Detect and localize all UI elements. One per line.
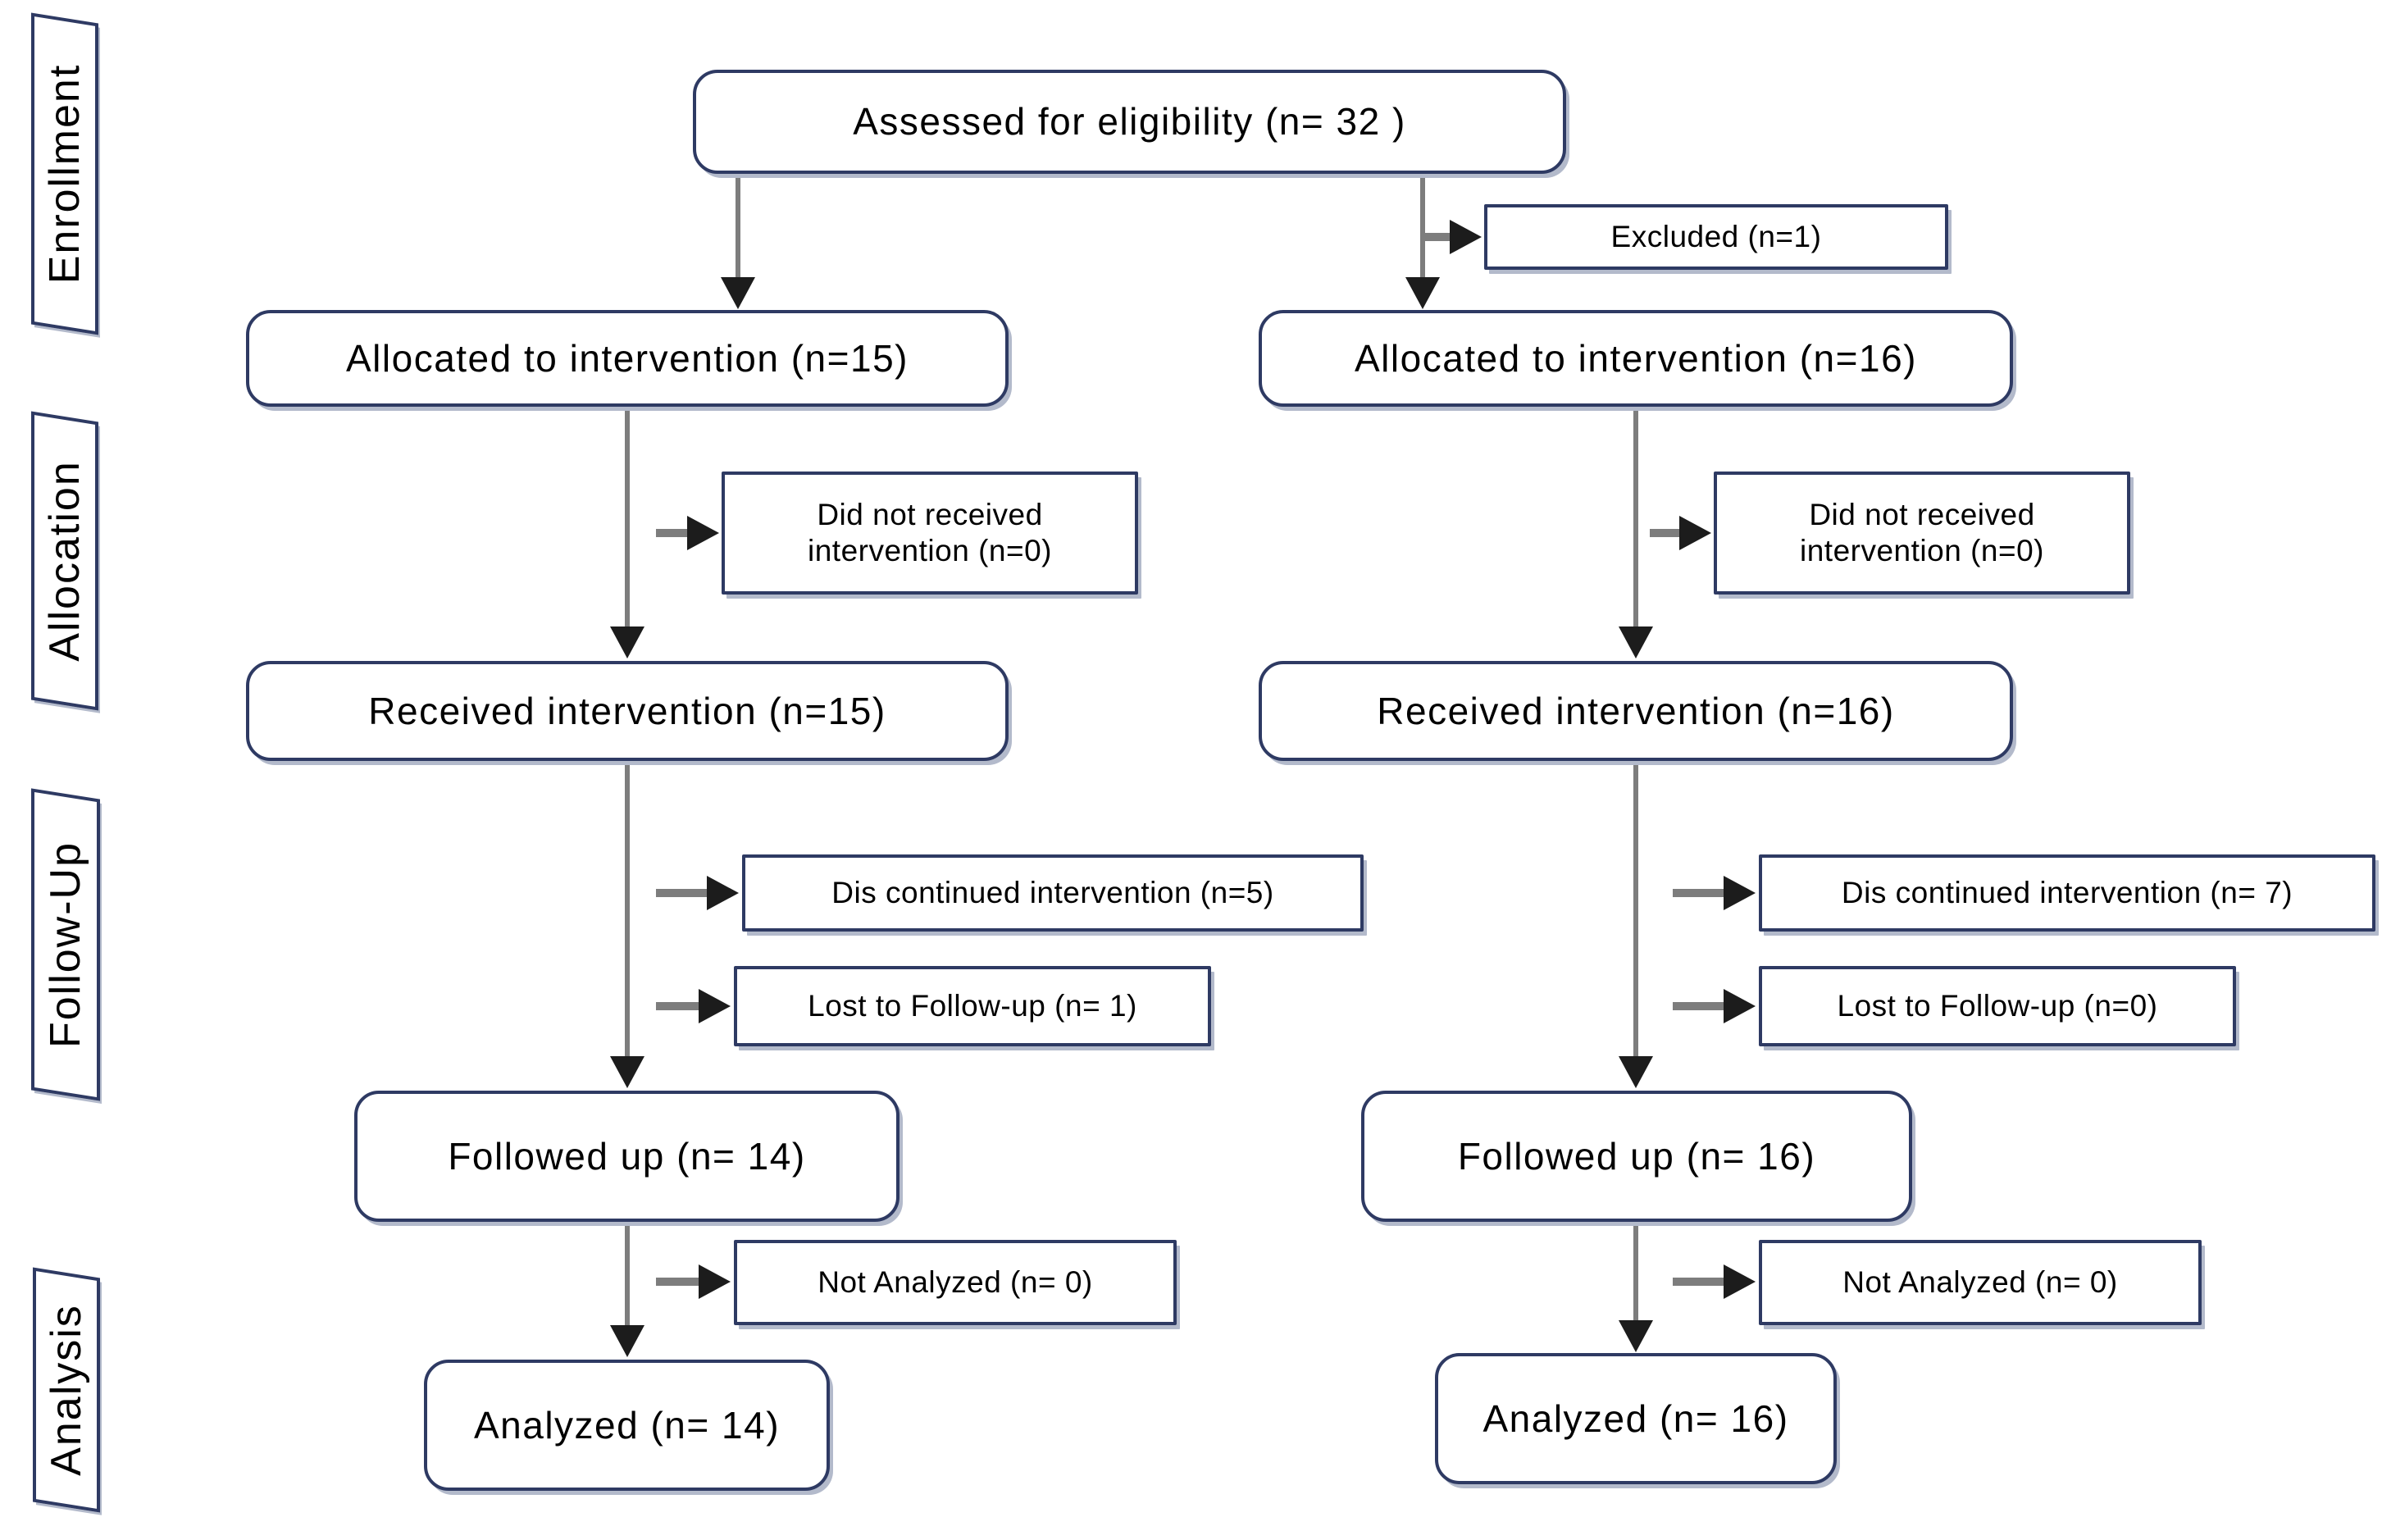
arrowhead-down-icon [1619, 626, 1653, 658]
box-received-left-text: Received intervention (n=15) [368, 689, 886, 732]
connector-assessed-to-allocated-right [1405, 174, 1440, 309]
box-discontinued-left: Dis continued intervention (n=5) [742, 854, 1364, 932]
connector-to-not-received-right [1650, 516, 1711, 550]
arrowhead-down-icon [721, 277, 755, 309]
connector-to-not-analyzed-left [656, 1264, 731, 1299]
box-not-analyzed-right-text: Not Analyzed (n= 0) [1842, 1265, 2118, 1300]
stage-followup-label: Follow-Up [42, 841, 89, 1049]
arrowhead-down-icon [610, 1056, 644, 1088]
box-assessed-text: Assessed for eligibility (n= 32 ) [853, 100, 1406, 144]
stage-analysis: Analysis [33, 1267, 100, 1513]
box-lost-left-text: Lost to Follow-up (n= 1) [808, 989, 1137, 1023]
connector-to-lost-left [656, 989, 731, 1023]
box-received-right: Received intervention (n=16) [1259, 661, 2013, 761]
stage-allocation: Allocation [31, 411, 98, 711]
box-not-received-left: Did not received intervention (n=0) [722, 472, 1138, 595]
arrowhead-down-icon [1619, 1056, 1653, 1088]
box-not-analyzed-left-text: Not Analyzed (n= 0) [818, 1265, 1093, 1300]
connector-received-left-to-followed-left [610, 761, 644, 1088]
box-discontinued-right: Dis continued intervention (n= 7) [1759, 854, 2375, 932]
box-analyzed-left-text: Analyzed (n= 14) [473, 1403, 781, 1447]
box-followed-right-text: Followed up (n= 16) [1457, 1134, 1816, 1178]
connector-allocated-right-to-received-right [1619, 407, 1653, 658]
box-not-received-left-line1: Did not received [817, 498, 1043, 532]
connector-followed-left-to-analyzed-left [610, 1222, 644, 1357]
connector-received-right-to-followed-right [1619, 761, 1653, 1088]
box-not-analyzed-right: Not Analyzed (n= 0) [1759, 1240, 2202, 1325]
arrowhead-down-icon [1619, 1320, 1653, 1352]
box-not-received-right-line2: intervention (n=0) [1800, 534, 2044, 567]
arrowhead-down-icon [1405, 277, 1440, 309]
box-discontinued-right-text: Dis continued intervention (n= 7) [1841, 876, 2293, 910]
box-received-left: Received intervention (n=15) [246, 661, 1009, 761]
box-analyzed-right: Analyzed (n= 16) [1435, 1353, 1837, 1484]
box-not-received-left-line2: intervention (n=0) [808, 534, 1052, 567]
box-analyzed-left: Analyzed (n= 14) [424, 1360, 830, 1491]
box-discontinued-left-text: Dis continued intervention (n=5) [831, 876, 1274, 910]
box-allocated-right-text: Allocated to intervention (n=16) [1354, 336, 1917, 380]
connector-to-discontinued-right [1673, 876, 1756, 910]
stage-enrollment-label: Enrollment [41, 63, 89, 285]
box-allocated-left: Allocated to intervention (n=15) [246, 310, 1009, 407]
connector-allocated-left-to-received-left [610, 407, 644, 658]
stage-allocation-label: Allocation [41, 460, 89, 662]
connector-to-excluded [1423, 220, 1482, 254]
arrowhead-down-icon [610, 1325, 644, 1357]
arrowhead-right-icon [699, 989, 731, 1023]
arrowhead-right-icon [1679, 516, 1711, 550]
box-followed-left-text: Followed up (n= 14) [448, 1134, 806, 1178]
box-lost-right: Lost to Follow-up (n=0) [1759, 966, 2236, 1046]
box-allocated-left-text: Allocated to intervention (n=15) [345, 336, 909, 380]
box-followed-left: Followed up (n= 14) [354, 1091, 900, 1222]
connector-to-discontinued-left [656, 876, 739, 910]
box-lost-right-text: Lost to Follow-up (n=0) [1837, 989, 2158, 1023]
arrowhead-right-icon [1724, 1264, 1756, 1299]
arrowhead-right-icon [699, 1264, 731, 1299]
box-not-received-right-line1: Did not received [1809, 498, 2035, 532]
box-assessed: Assessed for eligibility (n= 32 ) [693, 70, 1566, 174]
arrowhead-right-icon [1450, 220, 1482, 254]
stage-enrollment: Enrollment [31, 12, 98, 335]
box-not-received-right: Did not received intervention (n=0) [1714, 472, 2130, 595]
stage-followup: Follow-Up [31, 788, 100, 1101]
arrowhead-right-icon [687, 516, 719, 550]
connector-to-not-analyzed-right [1673, 1264, 1756, 1299]
connector-assessed-to-allocated-left [721, 174, 755, 309]
box-analyzed-right-text: Analyzed (n= 16) [1482, 1396, 1789, 1440]
stage-analysis-label: Analysis [43, 1304, 90, 1476]
connector-to-lost-right [1673, 989, 1756, 1023]
arrowhead-right-icon [1724, 989, 1756, 1023]
box-excluded-text: Excluded (n=1) [1610, 220, 1822, 254]
box-allocated-right: Allocated to intervention (n=16) [1259, 310, 2013, 407]
connector-to-not-received-left [656, 516, 719, 550]
box-excluded: Excluded (n=1) [1484, 204, 1948, 270]
arrowhead-right-icon [707, 876, 739, 910]
box-received-right-text: Received intervention (n=16) [1377, 689, 1895, 732]
box-followed-right: Followed up (n= 16) [1361, 1091, 1912, 1222]
box-not-analyzed-left: Not Analyzed (n= 0) [734, 1240, 1177, 1325]
box-lost-left: Lost to Follow-up (n= 1) [734, 966, 1211, 1046]
arrowhead-right-icon [1724, 876, 1756, 910]
arrowhead-down-icon [610, 626, 644, 658]
connector-followed-right-to-analyzed-right [1619, 1222, 1653, 1352]
